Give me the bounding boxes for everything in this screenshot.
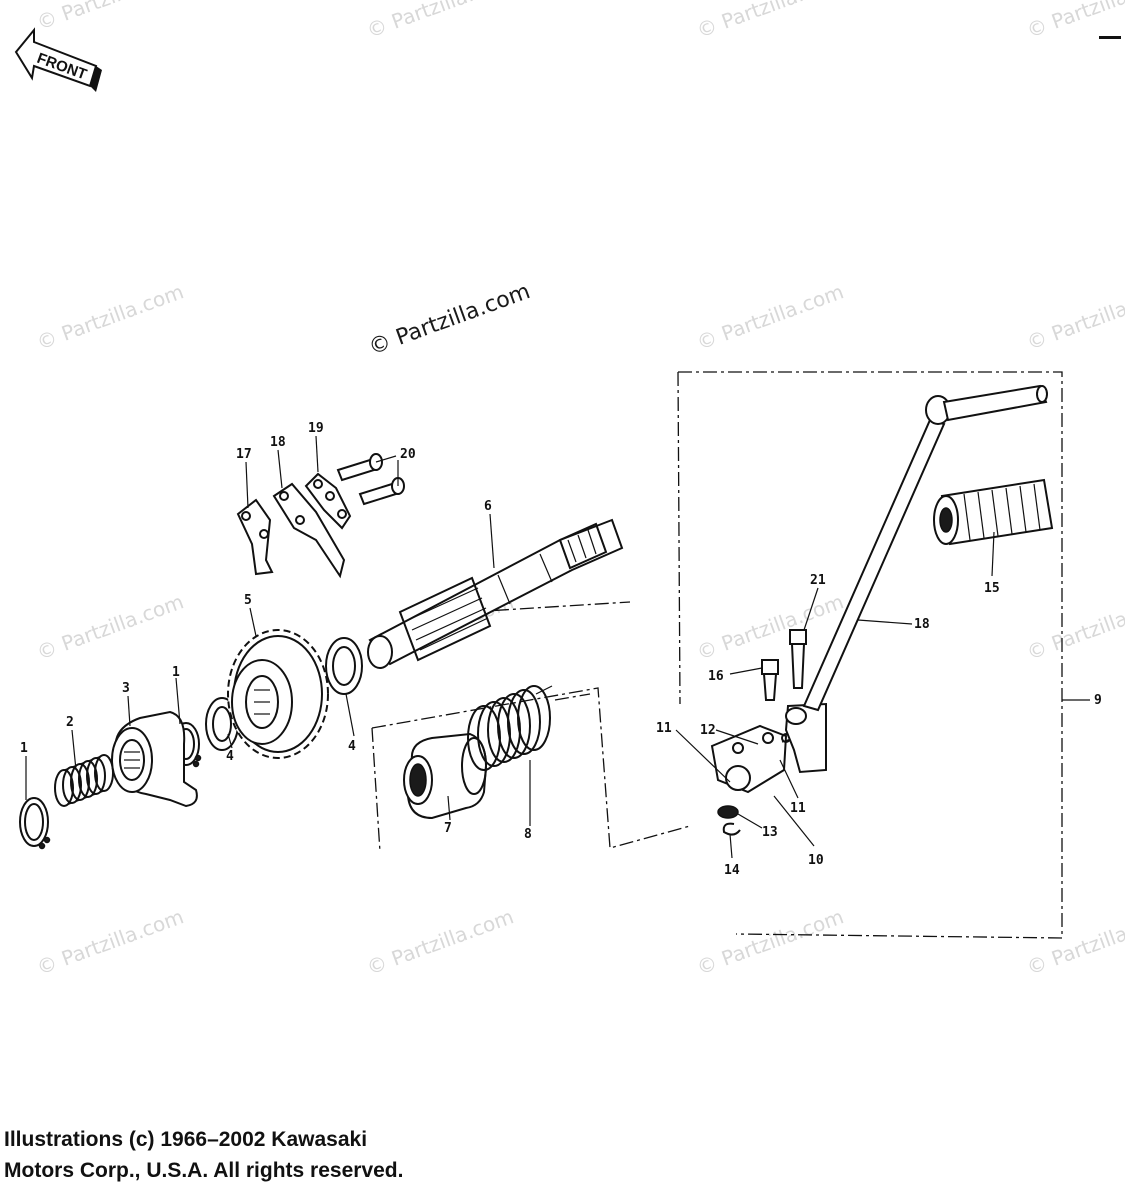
callout-18: 18 xyxy=(914,617,930,632)
kick-spring-part xyxy=(467,685,553,771)
callout-2: 2 xyxy=(66,715,74,730)
callout-10: 10 xyxy=(808,853,824,868)
washer-part xyxy=(325,637,363,695)
copyright-notice: Illustrations (c) 1966–2002 Kawasaki Mot… xyxy=(4,1124,704,1186)
washer-part xyxy=(717,805,739,819)
watermark-text: © Partzilla.com xyxy=(694,589,847,664)
watermark-text: © Partzilla.com xyxy=(694,0,847,43)
gear-part xyxy=(227,629,329,759)
watermark-layer: © Partzilla.com © Partzilla.com © Partzi… xyxy=(34,0,1125,980)
callout-3: 3 xyxy=(122,681,130,696)
callout-11: 11 xyxy=(790,801,806,816)
watermark-text: © Partzilla.com xyxy=(34,589,187,664)
callout-16: 16 xyxy=(708,669,724,684)
guide-line xyxy=(371,727,381,853)
circlip-part xyxy=(172,722,202,768)
spring-part xyxy=(54,754,114,807)
callout-6: 6 xyxy=(484,499,492,514)
watermark-text: © Partzilla.com xyxy=(1024,279,1125,354)
guide-line xyxy=(554,693,591,701)
callout-11: 11 xyxy=(656,721,672,736)
callout-12: 12 xyxy=(700,723,716,738)
watermark-prominent: © Partzilla.com xyxy=(366,279,534,361)
assembly-group-box xyxy=(677,371,1090,939)
callout-21: 21 xyxy=(810,573,826,588)
callout-13: 13 xyxy=(762,825,778,840)
copyright-line-1: Illustrations (c) 1966–2002 Kawasaki xyxy=(4,1128,368,1151)
watermark-text: © Partzilla.com xyxy=(364,0,517,43)
callout-14: 14 xyxy=(724,863,740,878)
plate-part xyxy=(304,472,352,530)
guide-part xyxy=(403,732,488,820)
callout-5: 5 xyxy=(244,593,252,608)
front-arrow-icon: FRONT xyxy=(14,27,102,92)
kick-arm-part xyxy=(784,384,1048,774)
circlip-part xyxy=(19,797,51,850)
guide-line xyxy=(371,687,691,849)
callout-18: 18 xyxy=(270,435,286,450)
kick-shaft-part xyxy=(367,518,624,669)
watermark-text: © Partzilla.com xyxy=(694,904,847,979)
callout-labels: 1 2 3 1 4 5 4 6 7 8 17 18 19 20 21 16 11… xyxy=(20,421,1102,878)
corner-dash-mark xyxy=(1099,36,1121,39)
plate-part xyxy=(272,482,346,579)
callout-9: 9 xyxy=(1094,693,1102,708)
callout-15: 15 xyxy=(984,581,1000,596)
watermark-text: © Partzilla.com xyxy=(694,279,847,354)
watermark-text: © Partzilla.com xyxy=(1024,904,1125,979)
rubber-grip-part xyxy=(933,478,1054,546)
ratchet-part xyxy=(111,710,198,808)
watermark-text: © Partzilla.com xyxy=(364,904,517,979)
callout-1: 1 xyxy=(172,665,180,680)
clip-part xyxy=(722,822,741,836)
guide-line xyxy=(469,601,631,613)
bolt-part xyxy=(336,453,383,482)
callout-7: 7 xyxy=(444,821,452,836)
watermark-text: © Partzilla.com xyxy=(34,0,187,35)
callout-20: 20 xyxy=(400,447,416,462)
bolt-part xyxy=(789,629,807,689)
plate-part xyxy=(236,498,274,576)
watermark-text: © Partzilla.com xyxy=(34,904,187,979)
watermark-text: © Partzilla.com xyxy=(1024,589,1125,664)
callout-4: 4 xyxy=(226,749,234,764)
watermark-text: © Partzilla.com xyxy=(34,279,187,354)
callout-19: 19 xyxy=(308,421,324,436)
leader-lines xyxy=(25,435,995,859)
callout-4: 4 xyxy=(348,739,356,754)
callout-1: 1 xyxy=(20,741,28,756)
callout-17: 17 xyxy=(236,447,252,462)
kick-pedal-boss-part xyxy=(710,724,801,794)
bolt-part xyxy=(761,659,779,701)
callout-8: 8 xyxy=(524,827,532,842)
copyright-line-2: Motors Corp., U.S.A. All rights reserved… xyxy=(4,1159,404,1182)
